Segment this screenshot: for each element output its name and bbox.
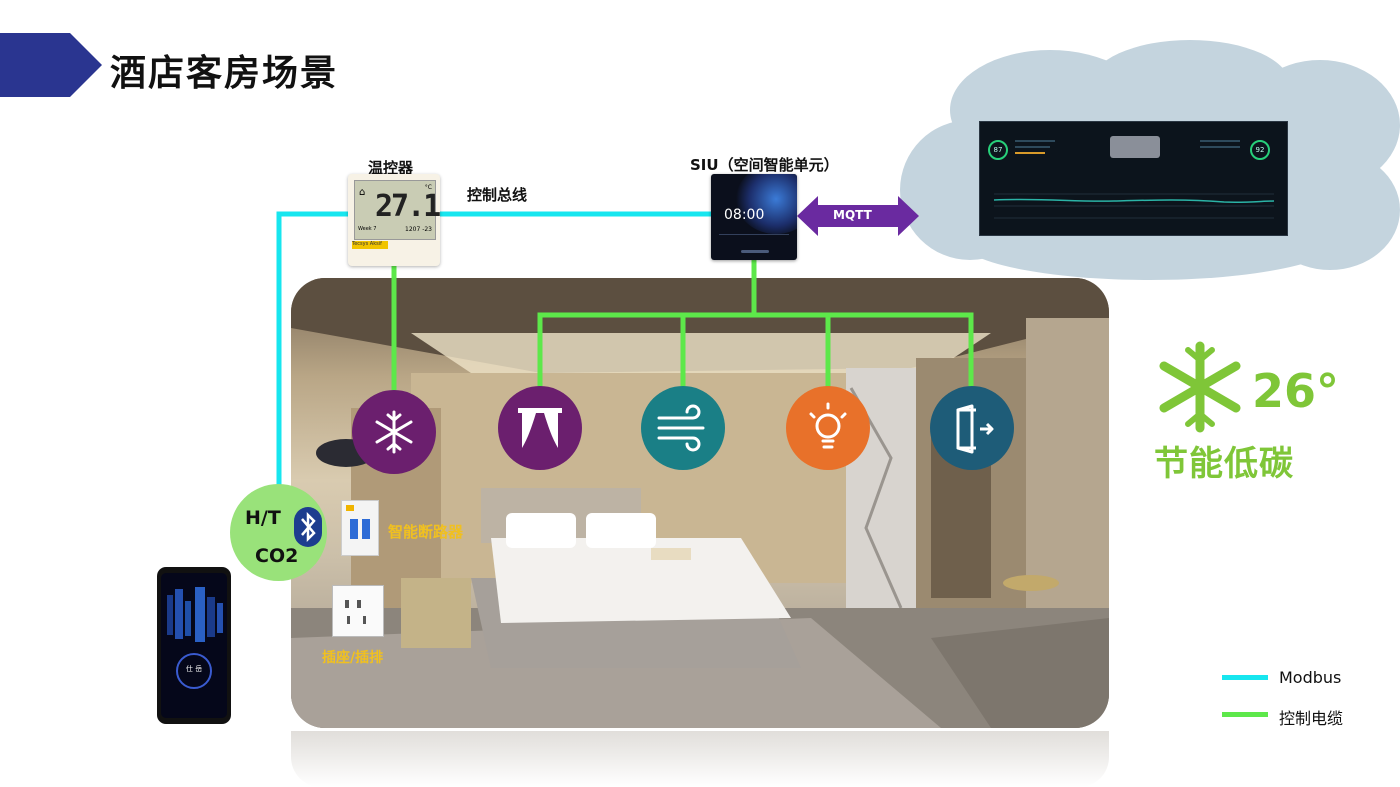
dashboard-left-gauge: 87 (988, 140, 1008, 160)
eco-slogan: 节能低碳 (1154, 444, 1294, 484)
photo-reflection (291, 731, 1109, 787)
door-device (930, 386, 1014, 470)
socket-label: 插座/插排 (322, 650, 384, 666)
mqtt-label: MQTT (833, 208, 872, 222)
legend-cable-label: 控制电缆 (1279, 709, 1344, 728)
thermostat-screen: ⌂ 27.1 °C Week 7 1207 -23 (354, 180, 441, 240)
sensor-co2-label: CO2 (255, 545, 299, 567)
home-icon: ⌂ (359, 187, 366, 198)
control-bus-label: 控制总线 (467, 186, 528, 204)
eco-temperature: 26° (1252, 364, 1340, 418)
door-icon (956, 404, 994, 454)
thermostat-label: 温控器 (368, 159, 414, 177)
socket-device (332, 585, 384, 637)
legend-modbus-swatch (1222, 675, 1268, 680)
smart-breaker-label: 智能断路器 (388, 523, 464, 541)
thermostat-brand: Tecsys Aksif (352, 241, 388, 249)
legend-cable-swatch (1222, 712, 1268, 717)
cloud-dashboard: 87 92 (979, 121, 1288, 236)
bluetooth-icon (294, 507, 322, 547)
page-title: 酒店客房场景 (110, 53, 339, 94)
curtain-icon (518, 408, 562, 448)
lightbulb-icon (809, 402, 847, 449)
phone-screen-text: 仕 岳 (185, 665, 203, 673)
fan-device (641, 386, 725, 470)
snowflake-icon (375, 410, 413, 454)
dashboard-device-image (1110, 136, 1160, 158)
light-device (786, 386, 870, 470)
legend-modbus-label: Modbus (1279, 668, 1342, 687)
dashboard-trend-chart (993, 193, 1275, 219)
thermostat-reading: 27.1 (375, 189, 441, 224)
wind-icon (657, 404, 705, 452)
smart-breaker-device (341, 500, 379, 556)
dashboard-right-gauge: 92 (1250, 140, 1270, 160)
sensor-ht-label: H/T (245, 507, 281, 529)
siu-panel: 08:00 (711, 174, 797, 260)
siu-time: 08:00 (724, 207, 765, 223)
title-tab-shape (0, 33, 102, 97)
thermostat-device: ⌂ 27.1 °C Week 7 1207 -23 Tecsys Aksif (348, 174, 441, 266)
snowflake-icon (1159, 341, 1241, 433)
ac-device (352, 390, 436, 474)
siu-label: SIU（空间智能单元） (690, 156, 839, 174)
mobile-phone: 仕 岳 (157, 567, 231, 724)
curtain-device (498, 386, 582, 470)
